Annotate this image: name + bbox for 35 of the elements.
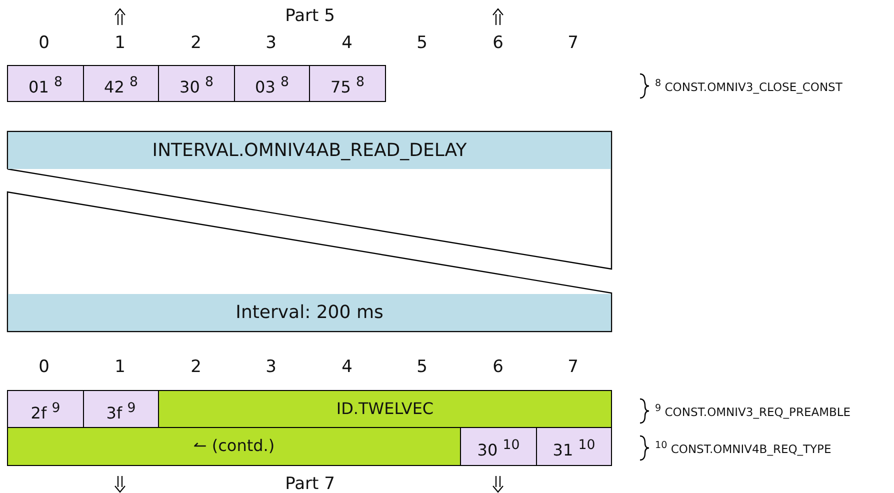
- byte-index: 0: [38, 357, 50, 377]
- byte-index: 7: [568, 33, 578, 53]
- byte-index: 4: [342, 357, 352, 377]
- constant-note: $^{9}$ CONST.OMNIV3_REQ_PREAMBLE: [655, 403, 851, 419]
- byte-index: 6: [492, 33, 504, 53]
- byte-index: 4: [342, 33, 352, 53]
- field-bar: ID.TWELVEC: [158, 390, 612, 429]
- byte-cell: 75 $^{8}$: [309, 65, 386, 102]
- byte-index: 0: [38, 33, 50, 53]
- byte-index: 6: [492, 357, 504, 377]
- byte-index: 5: [416, 357, 428, 377]
- interval-box: [7, 131, 612, 332]
- byte-index: 1: [114, 357, 126, 377]
- byte-index: 7: [568, 357, 578, 377]
- constant-note: $^{10}$ CONST.OMNIV4B_REQ_TYPE: [655, 440, 832, 456]
- byte-cell: 30 $^{10}$: [460, 427, 537, 466]
- byte-cell: 30 $^{8}$: [158, 65, 235, 102]
- byte-cell: 31 $^{10}$: [536, 427, 612, 466]
- byte-index: 2: [190, 357, 202, 377]
- byte-cell: 2f $^{9}$: [7, 390, 84, 429]
- constant-note: $^{8}$ CONST.OMNIV3_CLOSE_CONST: [655, 78, 842, 94]
- byte-cell: 42 $^{8}$: [83, 65, 159, 102]
- byte-index: 3: [266, 33, 276, 53]
- byte-index: 3: [266, 357, 276, 377]
- byte-index: 1: [114, 33, 126, 53]
- interval-title-band: INTERVAL.OMNIV4AB_READ_DELAY: [8, 132, 611, 169]
- field-bar: ↼ (contd.): [7, 427, 461, 466]
- part-label: Part 5: [285, 6, 335, 26]
- byte-cell: 3f $^{9}$: [83, 390, 159, 429]
- byte-index: 2: [190, 33, 202, 53]
- part-label: Part 7: [285, 474, 335, 493]
- byte-cell: 01 $^{8}$: [7, 65, 84, 102]
- byte-cell: 03 $^{8}$: [234, 65, 310, 102]
- byte-index: 5: [416, 33, 428, 53]
- interval-duration-band: Interval: 200 ms: [8, 294, 611, 331]
